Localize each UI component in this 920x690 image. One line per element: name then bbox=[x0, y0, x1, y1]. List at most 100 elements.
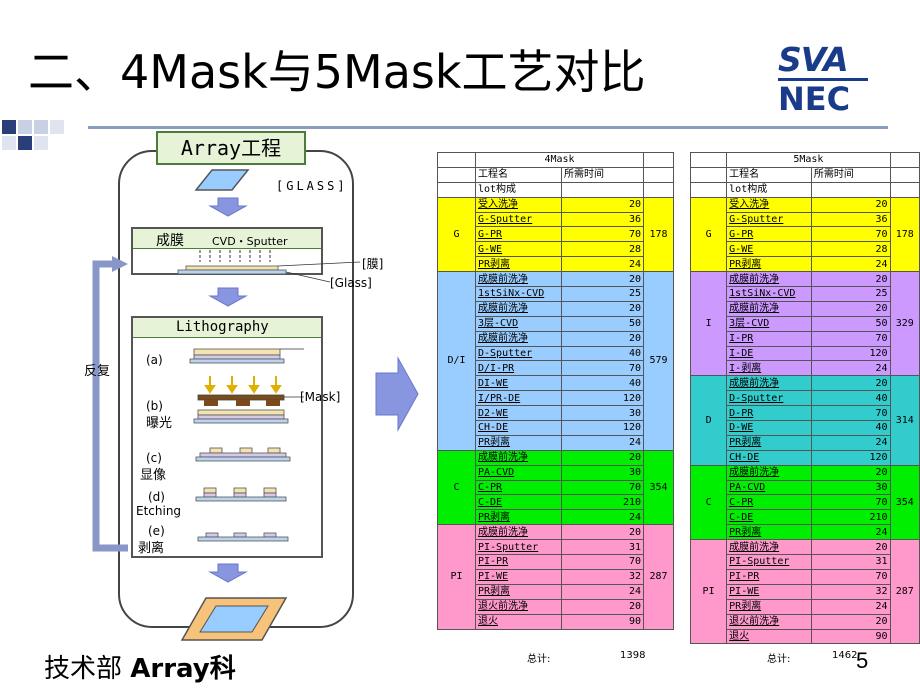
title-rule bbox=[88, 126, 888, 129]
table-header-row: 4Mask bbox=[437, 152, 674, 168]
table-lot-row: lot构成 bbox=[437, 181, 674, 198]
step-d-id: (d) bbox=[148, 490, 165, 504]
process-name: 受入洗净 bbox=[475, 196, 562, 213]
process-name: PR剥离 bbox=[726, 524, 812, 541]
footer-team-text: Array科 bbox=[130, 654, 236, 684]
process-name: C-PR bbox=[475, 479, 562, 496]
process-name: 成膜前洗净 bbox=[475, 524, 562, 541]
group-label: I bbox=[689, 271, 728, 377]
lithography-box-header bbox=[133, 318, 321, 338]
blank-cell bbox=[889, 181, 920, 198]
process-name: C-PR bbox=[726, 494, 812, 511]
process-name: 成膜前洗净 bbox=[726, 300, 812, 317]
process-time: 20 bbox=[561, 598, 644, 615]
array-process-label: Array工程 bbox=[156, 131, 306, 165]
group-sum: 579 bbox=[643, 271, 674, 451]
process-time: 24 bbox=[561, 256, 644, 273]
process-name: 3层-CVD bbox=[726, 315, 812, 332]
process-name: 成膜前洗净 bbox=[475, 330, 562, 347]
process-time: 24 bbox=[810, 360, 891, 377]
logo-bottom-text: NEC bbox=[778, 80, 851, 118]
group-label: D/I bbox=[437, 271, 476, 451]
logo-top-text: SVA bbox=[778, 40, 849, 79]
process-name: 退火前洗净 bbox=[475, 598, 562, 615]
process-time: 40 bbox=[561, 345, 644, 362]
total-label-5mask: 总计: bbox=[767, 654, 791, 665]
mask-header: 4Mask bbox=[475, 152, 644, 168]
process-time: 30 bbox=[561, 464, 644, 481]
process-name: CH-DE bbox=[475, 420, 562, 436]
process-time: 20 bbox=[810, 464, 891, 481]
process-name: PI-WE bbox=[475, 568, 562, 585]
process-time: 20 bbox=[561, 449, 644, 466]
process-name: I-PR bbox=[726, 330, 812, 347]
process-name: PR剥离 bbox=[726, 256, 812, 273]
repeat-label: 反复 bbox=[84, 364, 111, 379]
lithography-title: Lithography bbox=[176, 319, 269, 335]
logo-divider bbox=[778, 78, 868, 81]
process-name: G-Sputter bbox=[475, 211, 562, 228]
process-name: 退火 bbox=[726, 628, 812, 645]
process-time: 28 bbox=[810, 241, 891, 258]
process-time: 70 bbox=[810, 226, 891, 243]
film-box-header bbox=[133, 229, 321, 249]
process-name: I/PR-DE bbox=[475, 390, 562, 407]
blank-cell bbox=[689, 166, 728, 183]
process-name: 成膜前洗净 bbox=[726, 271, 812, 288]
process-time: 20 bbox=[810, 539, 891, 556]
process-name: PR剥离 bbox=[475, 583, 562, 600]
blank-cell bbox=[437, 152, 476, 168]
process-name: 受入洗净 bbox=[726, 196, 812, 213]
process-time: 24 bbox=[810, 256, 891, 273]
process-name: D2-WE bbox=[475, 405, 562, 422]
process-name: PI-Sputter bbox=[726, 554, 812, 570]
process-name: G-PR bbox=[726, 226, 812, 243]
footer-department: 技术部 Array科 bbox=[44, 648, 236, 685]
process-time: 40 bbox=[810, 420, 891, 436]
process-time: 36 bbox=[561, 211, 644, 228]
process-name: D-Sputter bbox=[726, 390, 812, 407]
group-sum: 287 bbox=[643, 524, 674, 630]
process-time: 36 bbox=[810, 211, 891, 228]
mask-header: 5Mask bbox=[726, 152, 891, 168]
step-b-id: (b) bbox=[146, 399, 163, 413]
process-name: PI-PR bbox=[726, 568, 812, 585]
group-sum: 287 bbox=[889, 539, 920, 645]
process-time: 70 bbox=[810, 330, 891, 347]
process-time: 70 bbox=[561, 360, 644, 377]
process-name: 退火前洗净 bbox=[726, 613, 812, 630]
process-name: G-WE bbox=[726, 241, 812, 258]
process-name: PR剥离 bbox=[726, 434, 812, 451]
process-time: 32 bbox=[810, 583, 891, 600]
group-sum: 314 bbox=[889, 375, 920, 466]
process-time: 20 bbox=[561, 196, 644, 213]
col-time-header: 所需时间 bbox=[561, 166, 644, 183]
process-name: PA-CVD bbox=[726, 479, 812, 496]
process-time: 70 bbox=[561, 479, 644, 496]
process-time: 24 bbox=[561, 434, 644, 451]
process-time: 70 bbox=[561, 554, 644, 570]
blank-cell bbox=[643, 152, 674, 168]
process-name: G-Sputter bbox=[726, 211, 812, 228]
group-label: G bbox=[689, 196, 728, 273]
process-name: DI-WE bbox=[475, 375, 562, 392]
